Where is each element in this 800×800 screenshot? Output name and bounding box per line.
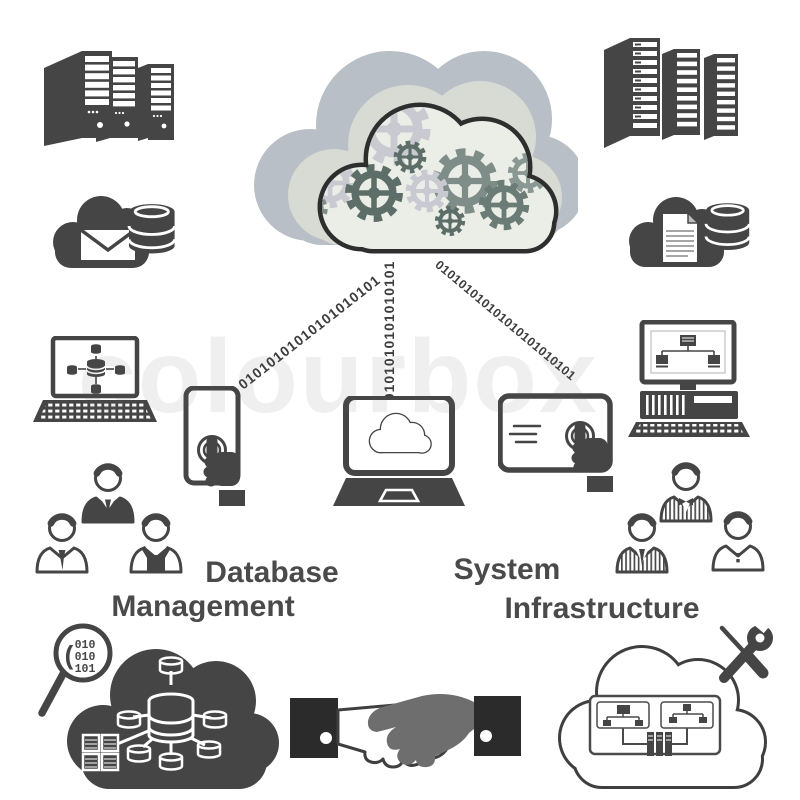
server-rack-3d-icon: [38, 46, 188, 148]
network-diagram: [656, 335, 720, 368]
tablet-touch-icon: [498, 388, 626, 506]
binary-stream-right: 010101010101010101010101: [432, 257, 579, 384]
wrench-icon: [719, 618, 773, 683]
magnifier-binary-row: 010: [75, 639, 96, 652]
desktop-computer-network-icon: [628, 320, 750, 438]
document-icon: [661, 211, 700, 264]
touchpad: [377, 488, 421, 503]
label-database: Database: [205, 556, 339, 589]
smartphone-touch-icon: [183, 386, 261, 508]
envelope-icon: [79, 228, 137, 260]
person-suit-icon: [81, 463, 135, 524]
server-towers-icon: [604, 36, 754, 152]
magnifier-binary-icon: 010 010 101 (: [33, 620, 123, 725]
binary-stream-left: 01010101010101010101: [235, 271, 384, 393]
database-icon: [704, 201, 751, 252]
central-database: [147, 692, 195, 744]
data-blocks: [81, 733, 120, 772]
server-stack: [647, 732, 672, 756]
magnifier-handle: [38, 670, 67, 717]
label-infrastructure: Infrastructure: [504, 592, 700, 625]
users-group-right-icon: [606, 446, 772, 576]
person-shirt-icon: [711, 511, 765, 572]
laptop-database-network-icon: [33, 336, 157, 424]
person-shirt-tie-icon: [35, 513, 89, 574]
hand-gray: [367, 694, 474, 768]
handshake-icon: [288, 676, 523, 778]
database-icon: [127, 202, 177, 255]
label-system: System: [453, 553, 561, 586]
cloud-on-screen: [368, 412, 432, 454]
person-overalls-icon: [129, 513, 183, 574]
binary-bracket: (: [65, 640, 74, 670]
wrench-screwdriver-icon: [708, 618, 778, 693]
users-group-left-icon: [28, 448, 188, 578]
speed-lines: [508, 424, 542, 444]
cloud-database-network-icon: [53, 643, 285, 791]
cloud-gears-icon: [222, 33, 578, 271]
person-vest-bowtie-icon: [659, 462, 713, 523]
cloud-email-database-icon: [45, 192, 180, 272]
person-vest-tie-icon: [615, 513, 669, 574]
magnifier-binary-row: 010: [75, 651, 96, 664]
laptop-cloud-icon: [333, 396, 465, 508]
cloud-it-infrastructure-icon: [535, 636, 773, 794]
label-management: Management: [111, 590, 295, 623]
binary-stream-center: 10101010101010101: [381, 260, 397, 410]
database-network: [67, 344, 125, 394]
cloud-document-database-icon: [618, 193, 756, 271]
magnifier-binary-row: 101: [75, 663, 96, 676]
right-sleeve: [474, 696, 521, 756]
left-sleeve: [290, 698, 338, 758]
